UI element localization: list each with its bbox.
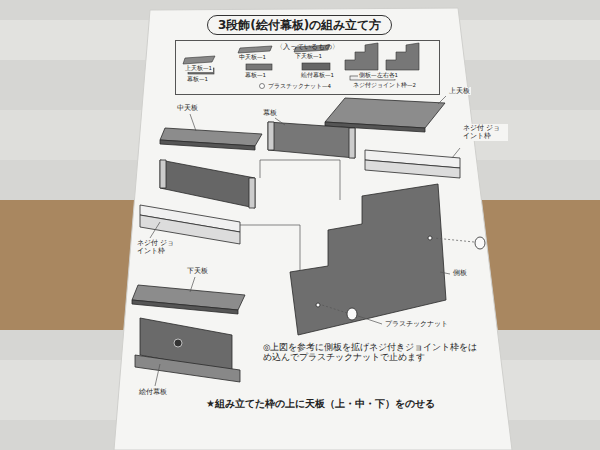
curtain-block xyxy=(249,178,255,208)
leader-line xyxy=(438,96,446,104)
painted-board-base xyxy=(135,355,240,382)
leader-line xyxy=(190,277,195,292)
leader-line xyxy=(358,316,382,324)
part-count: 絵付幕板—1 xyxy=(300,72,335,79)
part-count: ネジ付ジョイント枠—2 xyxy=(352,82,417,89)
middle-board-icon xyxy=(238,46,272,53)
instruction-sheet xyxy=(114,8,512,450)
plastic-nut xyxy=(475,237,485,249)
part-name: 上天板 xyxy=(448,87,471,95)
side-board-icon xyxy=(386,43,419,70)
leader-line xyxy=(155,364,160,386)
exploded-view xyxy=(132,98,485,382)
part-count: 下天板—1 xyxy=(294,53,323,60)
middle-board-edge xyxy=(160,140,255,150)
plastic-nut xyxy=(347,308,357,320)
assembly-line xyxy=(260,160,340,200)
assembly-instruction: ★組み立てた枠の上に天板（上・中・下）をのせる xyxy=(205,398,436,410)
joint-frame xyxy=(365,160,460,178)
part-count: 上天板—1 xyxy=(184,65,213,72)
part-name: 中天板 xyxy=(176,104,199,112)
part-count: 側板—左右各1 xyxy=(358,72,399,79)
leader-line xyxy=(452,148,460,158)
side-board xyxy=(290,184,446,335)
curtain-block xyxy=(160,160,166,188)
part-name: ネジ付 ジョイント枠 xyxy=(462,124,508,141)
curtain-board-icon xyxy=(246,64,272,70)
nut-icon xyxy=(260,84,265,89)
contents-heading: 〈入っているもの〉 xyxy=(176,41,439,51)
leader-line xyxy=(190,114,196,131)
part-name: プラスチックナット xyxy=(384,320,449,328)
leader-line xyxy=(275,118,285,125)
bottom-board-edge xyxy=(132,300,238,314)
assembly-line xyxy=(434,238,474,242)
painted-board-icon xyxy=(302,63,330,70)
part-name: 絵付幕板 xyxy=(138,388,168,396)
top-board-icon xyxy=(183,56,215,64)
curtain-board xyxy=(268,122,355,158)
part-count: 幕板—1 xyxy=(186,76,209,83)
part-count: 幕板—1 xyxy=(244,72,267,79)
part-name: 下天板 xyxy=(186,267,209,275)
leader-line xyxy=(150,222,160,238)
part-count: 中天板—1 xyxy=(238,54,267,61)
curtain-block xyxy=(268,122,274,150)
painted-flower xyxy=(174,339,182,347)
curtain-block xyxy=(349,128,355,158)
bolt-hole xyxy=(316,303,320,307)
curtain-board xyxy=(160,160,255,208)
bolt-hole xyxy=(428,236,432,240)
part-name: 側板 xyxy=(452,269,468,277)
part-count: プラスチックナット—4 xyxy=(267,83,332,90)
sheet-title: 3段飾(絵付幕板)の組み立て方 xyxy=(207,15,392,35)
part-name: ネジ付 ジョイント枠 xyxy=(136,239,182,256)
leader-line xyxy=(440,272,450,274)
assembly-line xyxy=(322,305,347,313)
assembly-line xyxy=(240,225,300,270)
assembly-note: ◎上図を参考に側板を拡げネジ付きジョイント枠をはめ込んでプラスチックナットで止め… xyxy=(262,342,482,362)
part-name: 幕板 xyxy=(262,109,278,117)
side-board-icon xyxy=(345,43,378,70)
